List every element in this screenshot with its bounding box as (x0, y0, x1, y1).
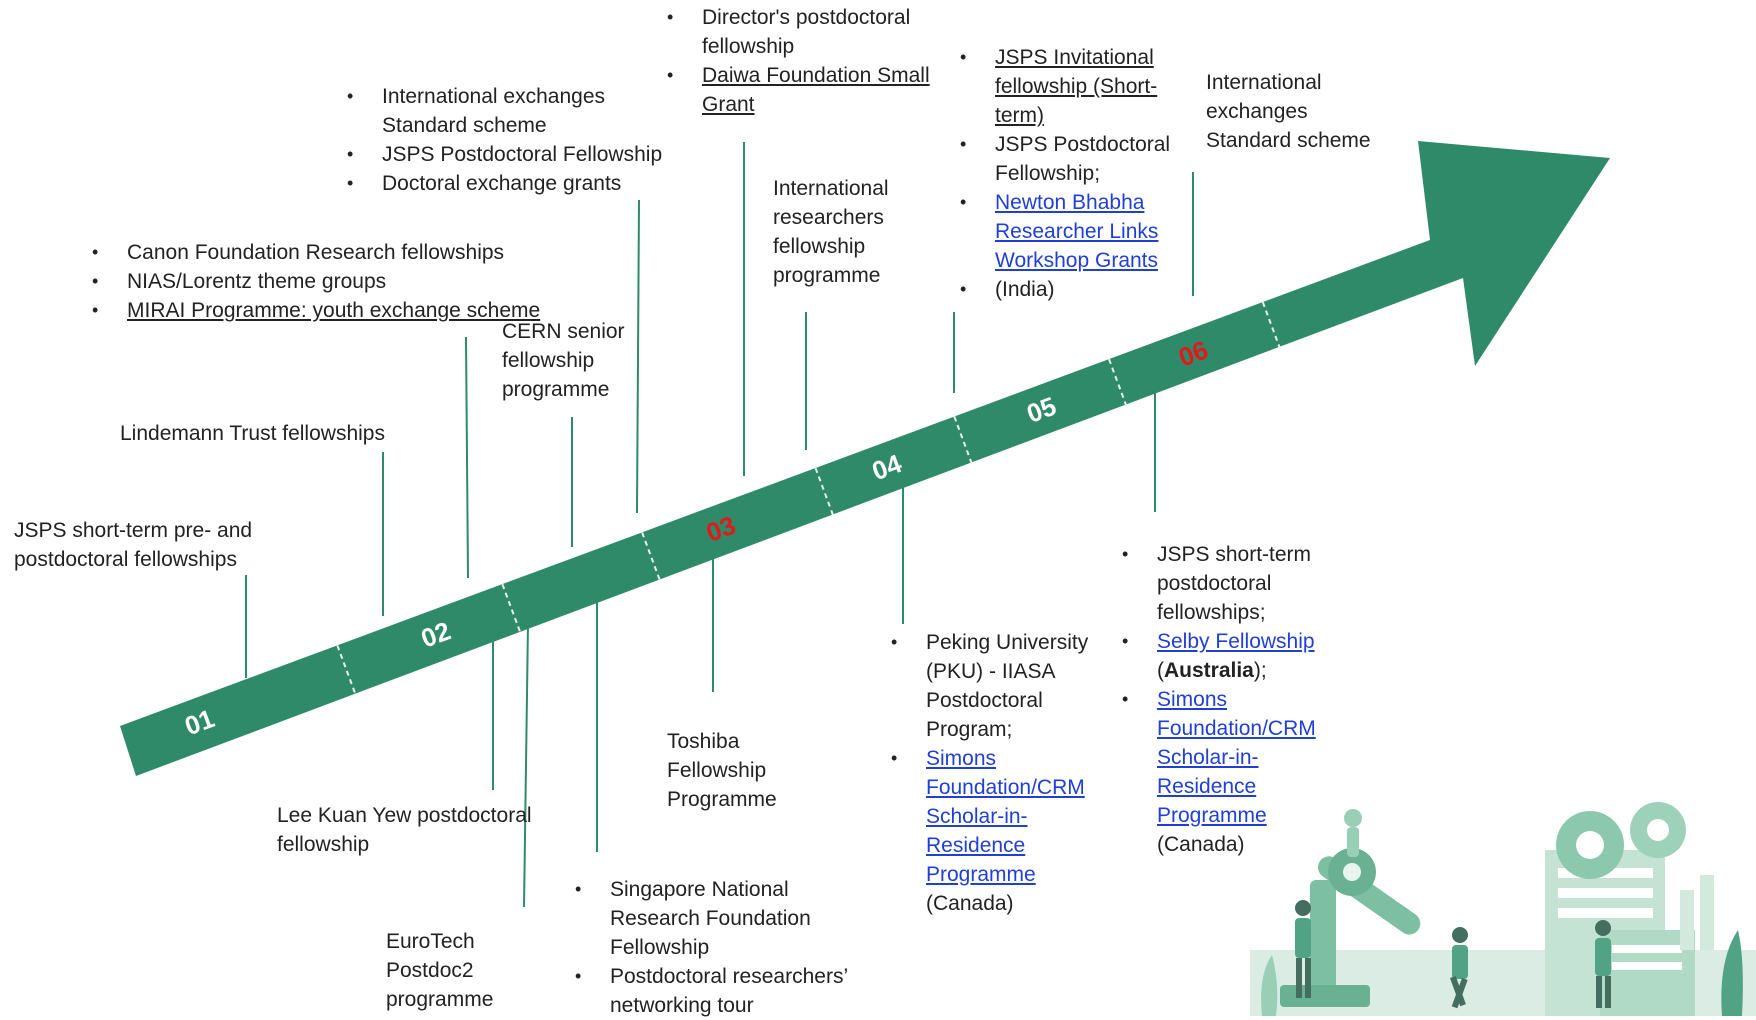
timeline-arrow (120, 141, 1610, 776)
callout-jsps-short-pre: JSPS short-term pre- and postdoctoral fe… (14, 519, 253, 571)
connector-line (636, 199, 640, 514)
timeline-arrow-shape (120, 141, 1610, 776)
list-item-text: JSPS Postdoctoral Fellowship (382, 143, 663, 166)
list-item: JSPS Invitational fellowship (Short-term… (960, 43, 1180, 130)
newton-bhabha-link[interactable]: Newton Bhabha Researcher Links Workshop … (995, 191, 1159, 272)
illustration-robot-factory (1250, 802, 1756, 1016)
callout-jsps-short-post-list: JSPS short-term postdoctoral fellowships… (1122, 540, 1322, 859)
list-item: Simons Foundation/CRM Scholar-in-Residen… (1122, 685, 1322, 859)
simons-crm-link[interactable]: Simons Foundation/CRM Scholar-in-Residen… (926, 747, 1085, 886)
list-item: JSPS Postdoctoral Fellowship (347, 140, 677, 169)
simons-crm-link[interactable]: Simons Foundation/CRM Scholar-in-Residen… (1157, 688, 1316, 827)
daiwa-grant-link[interactable]: Daiwa Foundation Small Grant (702, 64, 930, 116)
selby-fellowship-link[interactable]: Selby Fellowship (1157, 630, 1315, 653)
list-item: Daiwa Foundation Small Grant (667, 61, 957, 119)
callout-lee-kuan-yew: Lee Kuan Yew postdoctoral fellowship (277, 804, 532, 856)
paren-close: ); (1253, 659, 1267, 682)
callout-jsps-invitational-list: JSPS Invitational fellowship (Short-term… (960, 43, 1180, 304)
callout-cern: CERN senior fellowship programme (502, 320, 625, 401)
callout-canon-list: Canon Foundation Research fellowships NI… (92, 238, 552, 325)
list-item-text: Director's postdoctoral fellowship (702, 6, 911, 58)
list-item: Newton Bhabha Researcher Links Workshop … (960, 188, 1180, 275)
callout-eurotech: EuroTech Postdoc2 programme (386, 930, 494, 1011)
list-item: Canon Foundation Research fellowships (92, 238, 552, 267)
list-item-text: JSPS Postdoctoral Fellowship; (995, 133, 1171, 185)
list-item: International exchanges Standard scheme (347, 82, 677, 140)
list-item-text: (India) (995, 278, 1055, 301)
jsps-invitational-link[interactable]: JSPS Invitational fellowship (Short-term… (995, 46, 1158, 127)
callout-singapore-list: Singapore National Research Foundation F… (575, 875, 875, 1020)
list-item-text: JSPS short-term postdoctoral fellowships… (1157, 543, 1312, 624)
list-item-text: Doctoral exchange grants (382, 172, 622, 195)
list-item: Selby Fellowship (Australia); (1122, 627, 1322, 685)
callout-intl-exchanges-top: International exchanges Standard scheme (1206, 71, 1371, 152)
list-item-text: International exchanges Standard scheme (382, 85, 605, 137)
list-item: Peking University (PKU) - IIASA Postdoct… (891, 628, 1101, 744)
country-australia: Australia (1164, 659, 1254, 682)
connector-lines (245, 142, 1194, 908)
paren-open: ( (1157, 659, 1164, 682)
list-item-text: NIAS/Lorentz theme groups (127, 270, 387, 293)
connector-line (523, 622, 529, 908)
callout-lindemann: Lindemann Trust fellowships (120, 422, 385, 445)
list-item: Singapore National Research Foundation F… (575, 875, 875, 962)
list-item: Doctoral exchange grants (347, 169, 677, 198)
list-item: JSPS short-term postdoctoral fellowships… (1122, 540, 1322, 627)
callout-intl-researchers: International researchers fellowship pro… (773, 177, 889, 287)
callout-peking-list: Peking University (PKU) - IIASA Postdoct… (891, 628, 1101, 918)
list-item: Simons Foundation/CRM Scholar-in-Residen… (891, 744, 1101, 918)
list-item: Postdoctoral researchers’ networking tou… (575, 962, 875, 1020)
list-item: JSPS Postdoctoral Fellowship; (960, 130, 1180, 188)
list-item-suffix: (Canada) (926, 892, 1014, 915)
list-item-text: Singapore National Research Foundation F… (610, 878, 811, 959)
list-item: Director's postdoctoral fellowship (667, 3, 957, 61)
mirai-programme-link[interactable]: MIRAI Programme: youth exchange scheme (127, 299, 541, 322)
list-item-suffix: (Canada) (1157, 833, 1245, 856)
connector-line (465, 336, 469, 579)
callout-toshiba: Toshiba Fellowship Programme (667, 730, 777, 811)
list-item: NIAS/Lorentz theme groups (92, 267, 552, 296)
list-item-text: Peking University (PKU) - IIASA Postdoct… (926, 631, 1089, 741)
list-item: (India) (960, 275, 1180, 304)
list-item: MIRAI Programme: youth exchange scheme (92, 296, 552, 325)
list-item-text: Postdoctoral researchers’ networking tou… (610, 965, 848, 1017)
list-item-text: Canon Foundation Research fellowships (127, 241, 505, 264)
callout-intl-exchanges-list: International exchanges Standard scheme … (347, 82, 677, 198)
callout-director-list: Director's postdoctoral fellowship Daiwa… (667, 3, 957, 119)
